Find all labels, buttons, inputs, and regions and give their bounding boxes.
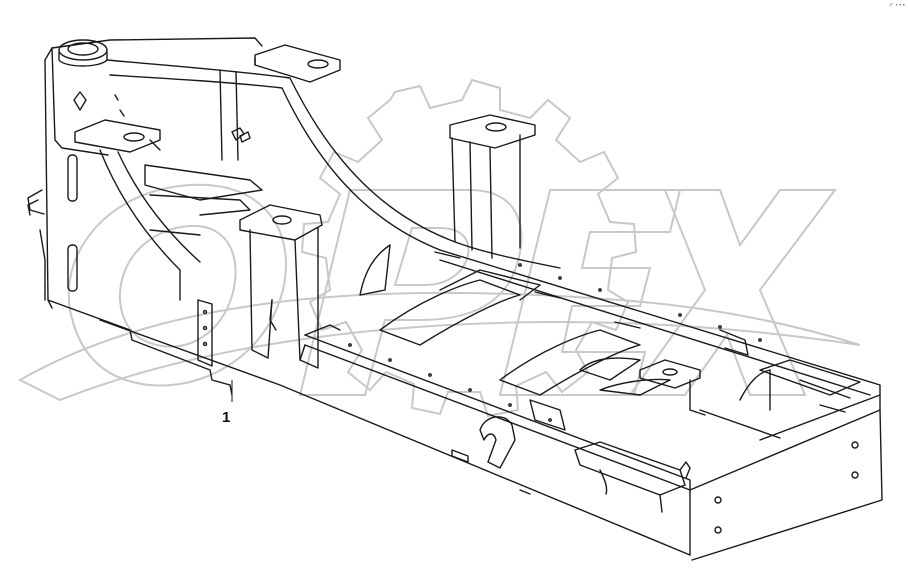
right-small-pad	[639, 359, 701, 389]
diamond-mark	[73, 91, 87, 111]
frame-line-art	[27, 37, 883, 561]
turntable-ring	[58, 39, 108, 61]
left-slot-upper	[67, 154, 78, 202]
watermark-letter-o	[67, 183, 287, 387]
tow-hook	[479, 416, 516, 469]
front-right-bracket	[574, 441, 686, 496]
watermark-swoosh	[17, 291, 861, 402]
left-mount-pad	[74, 119, 161, 153]
watermark-logo	[17, 78, 861, 418]
right-rail	[439, 249, 881, 441]
cross-member-2	[499, 329, 641, 396]
left-slot-lower	[67, 244, 78, 292]
left-rail	[304, 334, 691, 556]
end-plate	[689, 409, 883, 561]
center-left-post	[239, 204, 323, 241]
watermark-letter-x	[628, 189, 837, 396]
corner-mark: ↗ •••	[888, 2, 906, 9]
top-arch-arm	[106, 59, 561, 269]
callout-label: 1	[222, 409, 231, 426]
cross-member-1	[379, 279, 521, 346]
rear-post	[449, 114, 536, 149]
watermark-letter-p	[298, 189, 523, 396]
